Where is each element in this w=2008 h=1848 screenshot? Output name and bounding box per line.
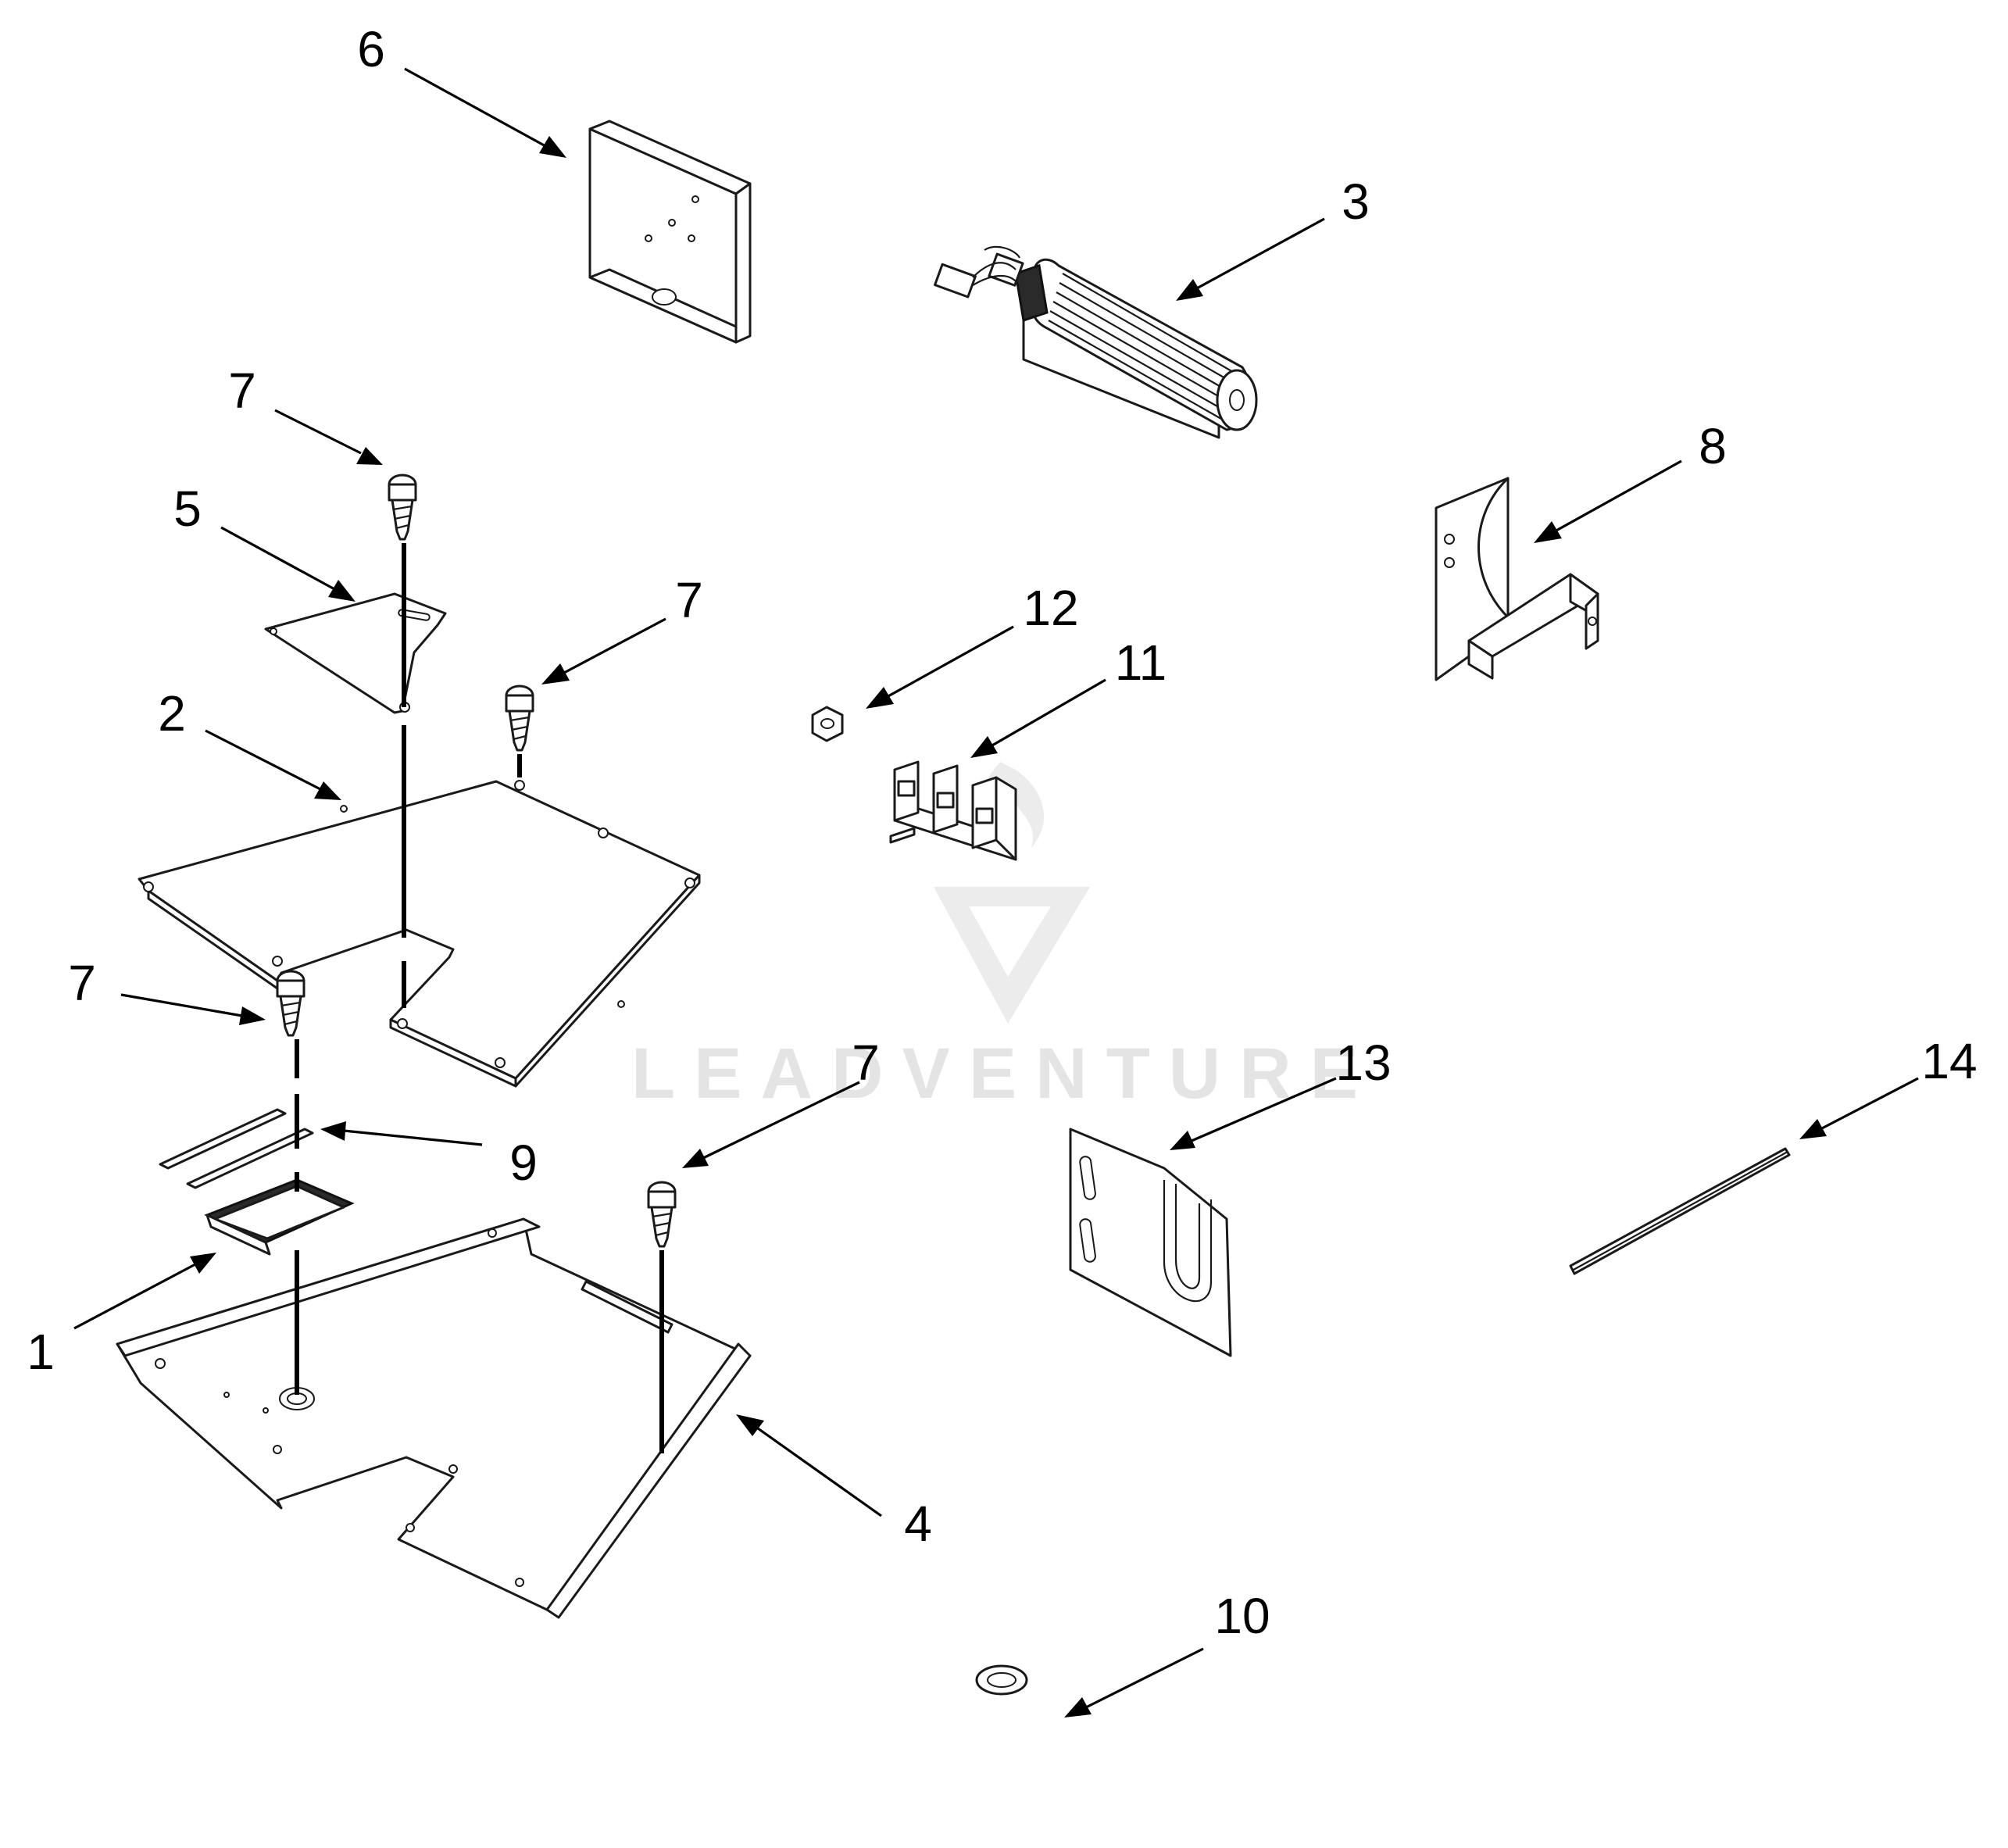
watermark-text: LEADVENTURE [631,1034,1377,1113]
callout-5: 5 [173,481,202,537]
callout-1: 1 [27,1324,55,1380]
part-10-washer [975,1664,1028,1696]
callout-11: 11 [1115,634,1167,691]
callout-7-top: 7 [228,363,256,419]
callout-13: 13 [1335,1035,1391,1091]
alignment-lines [295,543,664,1453]
part-7-screw-b [505,685,534,752]
part-2-large-plate [138,780,701,1088]
part-6-box-bracket [588,120,752,344]
part-14-strip [1569,1147,1791,1275]
part-13-slot-plate [1069,1128,1232,1357]
callout-9: 9 [509,1135,538,1191]
callout-12: 12 [1023,580,1078,636]
part-1-flap [204,1178,355,1256]
part-7-screw-a [388,474,417,541]
part-4-base-pan [116,1217,752,1619]
part-9-gasket [159,1108,314,1189]
part-5-plate [264,592,447,714]
callout-6: 6 [357,21,385,77]
callout-leaders [73,67,1919,1718]
part-8-side-bracket [1435,477,1599,681]
callout-2: 2 [158,685,186,742]
callout-3: 3 [1342,173,1370,230]
part-7-screw-d [647,1181,677,1248]
callout-4: 4 [904,1496,932,1552]
part-3-blower-motor [934,245,1258,439]
callout-14: 14 [1921,1033,1977,1089]
callout-7-upper-right: 7 [675,572,703,628]
part-12-hex-nut [811,706,844,742]
callout-7-lower: 7 [852,1035,880,1091]
callout-7-left: 7 [68,955,96,1011]
blower-fins [1048,273,1239,423]
part-7-screw-c [276,970,305,1037]
watermark: LEADVENTURE [631,762,1377,1113]
callout-numbers: 6 3 7 5 7 8 2 12 11 7 9 7 13 14 1 4 10 [27,21,1977,1644]
part-11-terminal-block [889,760,1017,861]
callout-8: 8 [1699,418,1727,474]
callout-10: 10 [1214,1588,1270,1644]
